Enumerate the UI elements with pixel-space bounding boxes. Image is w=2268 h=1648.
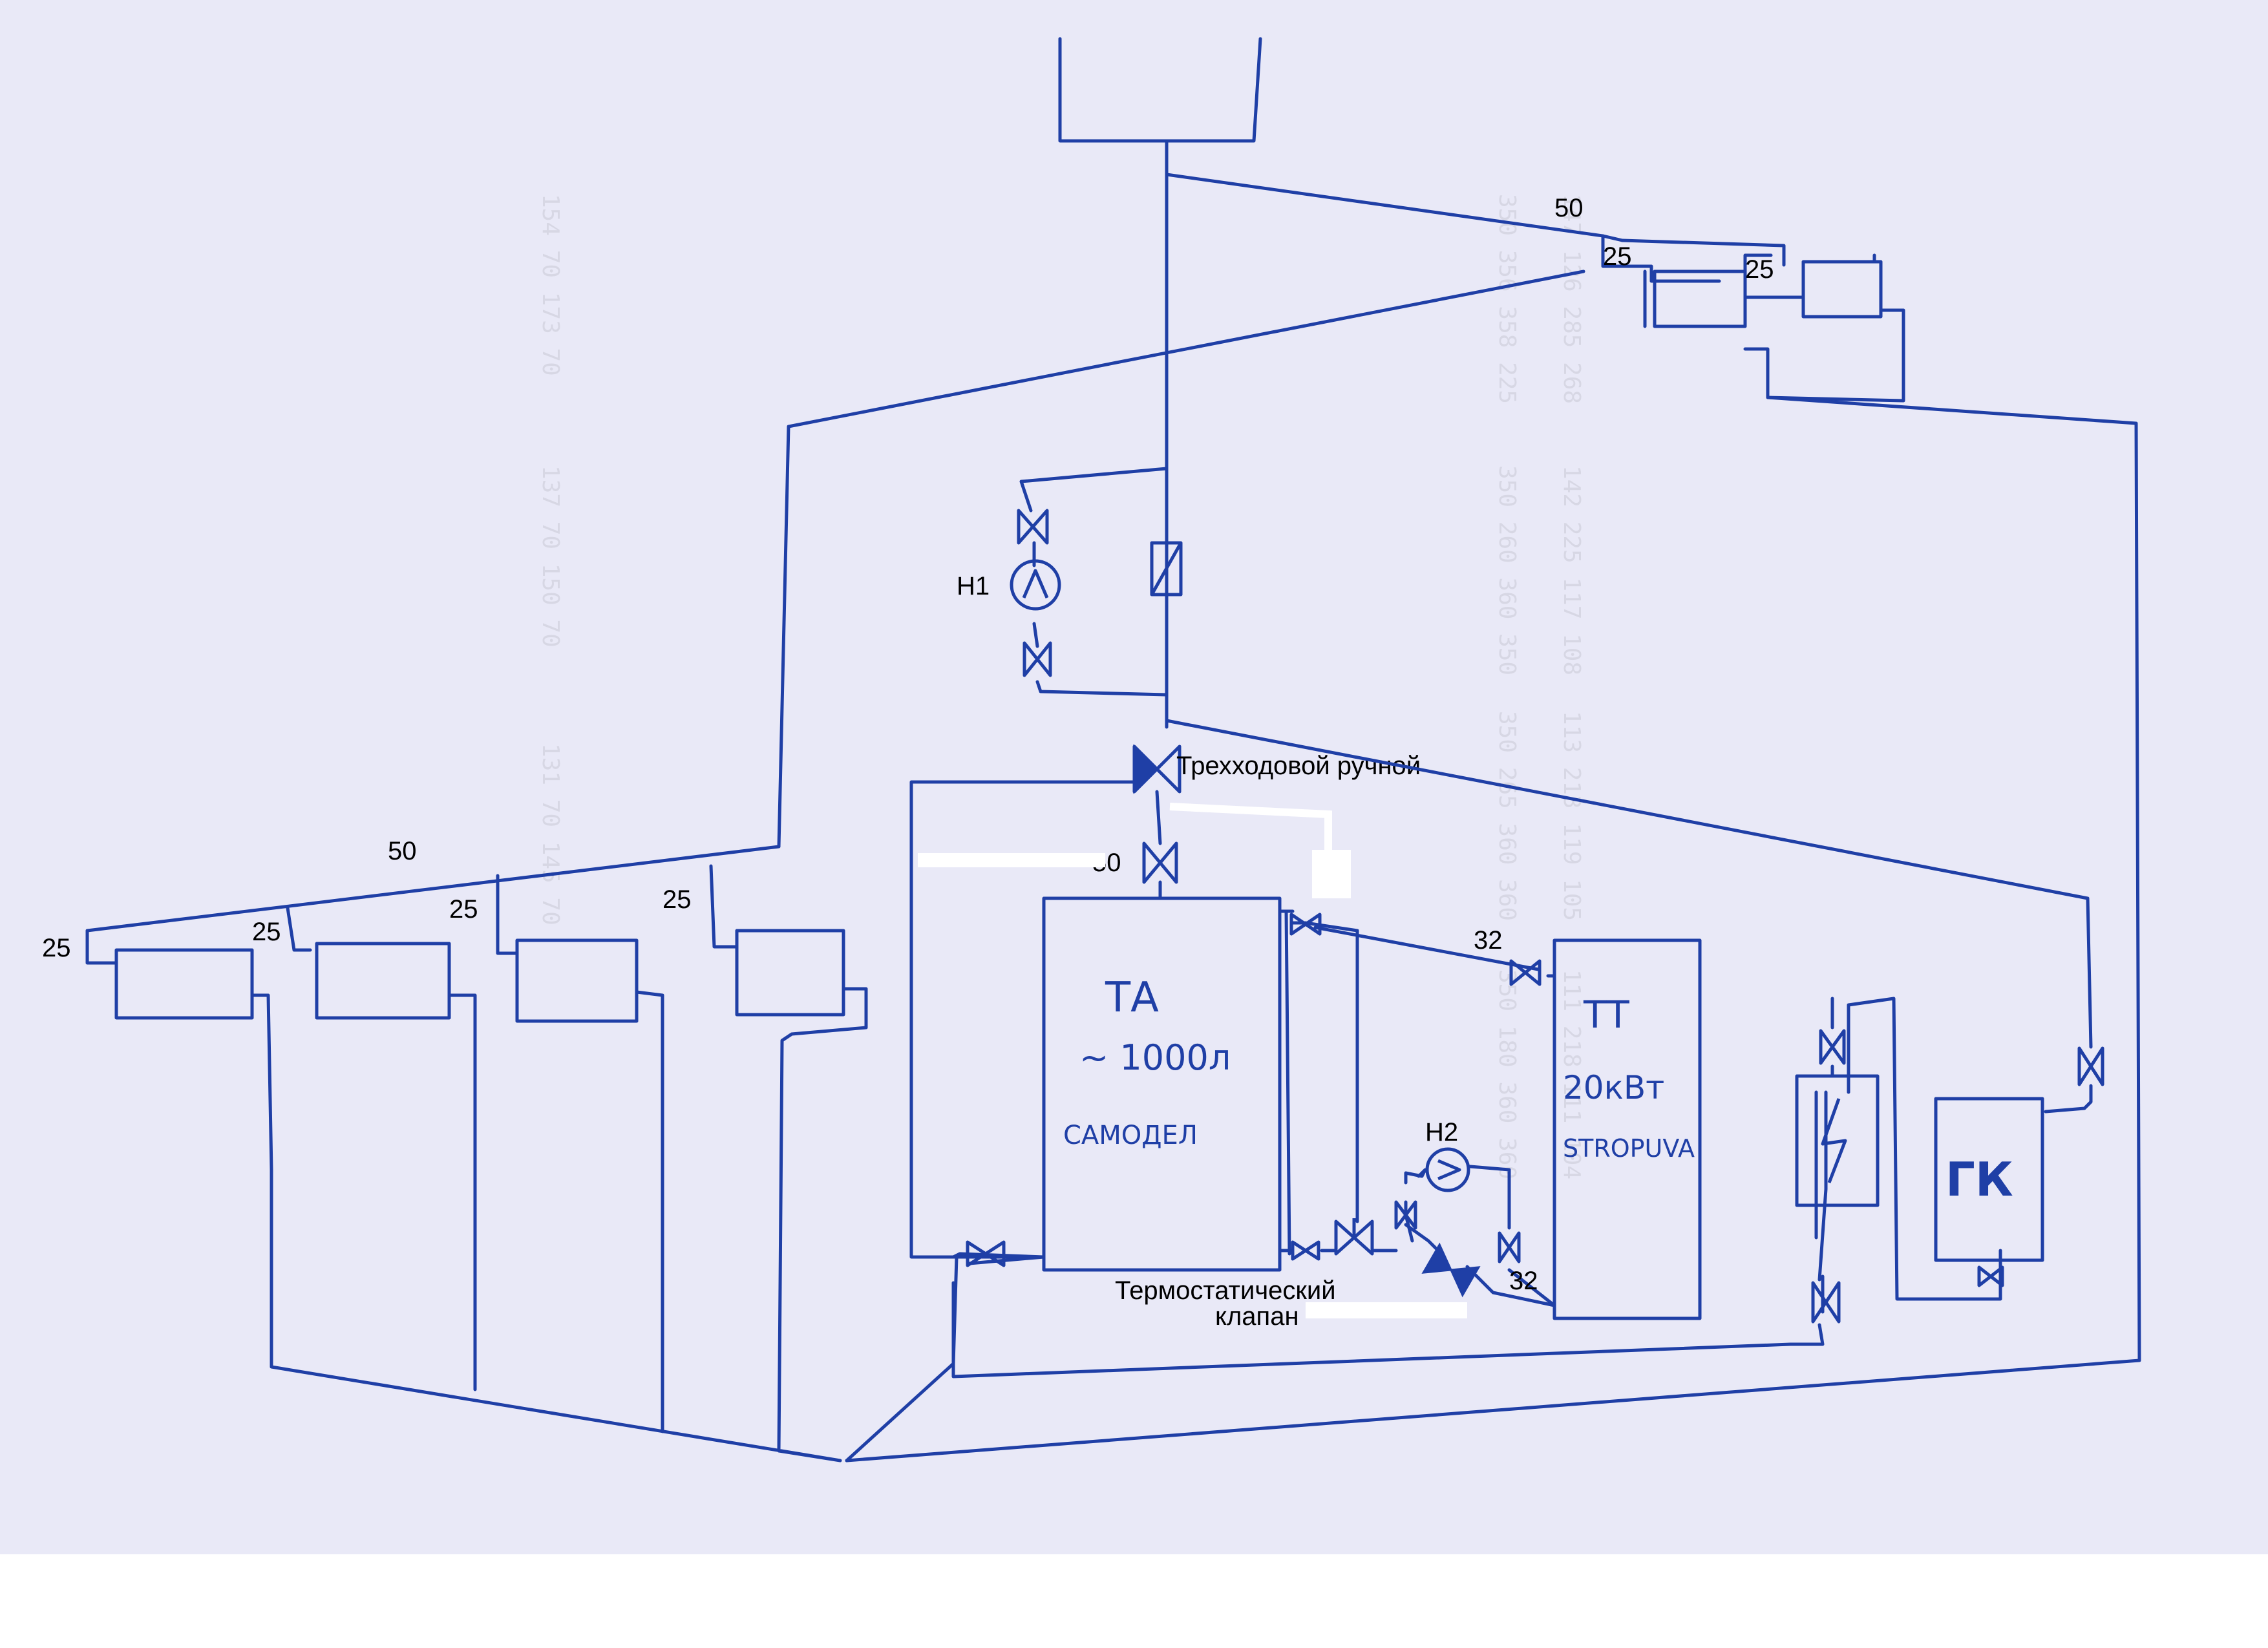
- svg-text:350 356 358 225: 350 356 358 225: [1494, 194, 1520, 404]
- valve-icon[interactable]: [1291, 1240, 1320, 1261]
- lower-riser-4: [709, 864, 739, 949]
- upper-return-line: [777, 269, 1585, 849]
- lower-riser-2: [286, 906, 312, 952]
- lower-riser-1-size: 25: [42, 934, 71, 962]
- lower-radiator-returns: [250, 987, 868, 1463]
- electric-heater-feed: [1818, 997, 1834, 1282]
- tank-to-boiler-supply: [1278, 909, 1556, 1256]
- pump-bypass-loop: [1019, 467, 1169, 697]
- pump-h2-label: H2: [1425, 1118, 1458, 1146]
- gas-boiler-label: ГК: [1945, 1152, 2013, 1207]
- valve-icon[interactable]: [2077, 1046, 2104, 1086]
- upper-riser-2-size: 25: [1745, 255, 1774, 284]
- lower-riser-3-size: 25: [449, 895, 478, 924]
- gas-boiler-gk: [1934, 1097, 2044, 1262]
- svg-text:350 260 360 350: 350 260 360 350: [1494, 465, 1520, 675]
- electric-heater-icon: [1821, 1098, 1847, 1183]
- lower-riser-4-size: 25: [662, 885, 692, 914]
- valve-icon[interactable]: [1509, 959, 1542, 986]
- svg-text:111 218 111 104: 111 218 111 104: [1558, 969, 1585, 1179]
- valve-icon[interactable]: [1142, 841, 1178, 884]
- svg-text:137 70 150 70: 137 70 150 70: [537, 465, 564, 648]
- tank-left-loop: [909, 780, 1162, 1259]
- valve-icon[interactable]: [1977, 1265, 2004, 1287]
- boiler-name: ТТ: [1583, 993, 1629, 1037]
- thermostatic-valve-label-2: клапан: [1215, 1302, 1299, 1331]
- svg-text:113 213 119 105: 113 213 119 105: [1558, 711, 1585, 921]
- top-vessel: [1058, 37, 1262, 143]
- valve-icon[interactable]: [1819, 1029, 1846, 1065]
- lower-supply-main: [85, 845, 781, 965]
- radiator-lower-1: [114, 948, 254, 1020]
- tank-volume: ~ 1000л: [1079, 1037, 1231, 1078]
- valve-icon[interactable]: [1023, 641, 1052, 677]
- boiler-brand: STROPUVA: [1563, 1134, 1695, 1163]
- valve-icon[interactable]: [966, 1240, 1006, 1267]
- radiator-upper-2: [1801, 260, 1883, 319]
- paper-show-through: 350 356 358 225 147 126 285 268 350 260 …: [537, 194, 1585, 1179]
- svg-text:154 70 173 70: 154 70 173 70: [537, 194, 564, 376]
- svg-text:142 225 117 108: 142 225 117 108: [1558, 465, 1585, 675]
- radiator-lower-4: [735, 929, 845, 1017]
- pump-icon[interactable]: [1425, 1147, 1470, 1192]
- filter-icon[interactable]: [1150, 541, 1183, 597]
- boiler-return-size: 32: [1509, 1267, 1538, 1295]
- pump-icon[interactable]: [1010, 559, 1061, 611]
- svg-text:131 70 145 70: 131 70 145 70: [537, 743, 564, 925]
- whiteout-mark: [1312, 850, 1351, 898]
- boiler-power: 20кВт: [1563, 1069, 1664, 1106]
- thermostatic-valve-icon[interactable]: [1421, 1242, 1481, 1298]
- valve-icon[interactable]: [1811, 1281, 1841, 1324]
- lower-riser-2-size: 25: [252, 918, 281, 946]
- pump-h1-label: H1: [957, 572, 990, 600]
- upper-main-size: 50: [1554, 194, 1584, 222]
- radiator-lower-2: [315, 942, 451, 1020]
- valve-icon[interactable]: [1498, 1231, 1521, 1263]
- svg-text:350 265 360 360: 350 265 360 360: [1494, 711, 1520, 921]
- tank-ta: [1042, 896, 1282, 1272]
- valve-icon[interactable]: [1017, 509, 1049, 545]
- valve-icon[interactable]: [1394, 1200, 1417, 1230]
- whiteout-mark: [918, 853, 1105, 867]
- upper-riser-1-size: 25: [1603, 242, 1632, 271]
- tank-name: ТА: [1105, 974, 1159, 1022]
- svg-text:147 126 285 268: 147 126 285 268: [1558, 194, 1585, 404]
- lower-riser-3: [496, 874, 519, 955]
- svg-text:350 180 360 360: 350 180 360 360: [1494, 969, 1520, 1179]
- upper-radiator-links: [1643, 253, 1905, 403]
- radiator-lower-3: [515, 938, 639, 1023]
- valve-icon[interactable]: [1289, 913, 1322, 936]
- electric-heater: [1795, 1074, 1880, 1207]
- boiler-supply-size: 32: [1474, 926, 1503, 955]
- solid-fuel-boiler-tt: [1553, 938, 1702, 1320]
- three-way-valve-label: Трехходовой ручной: [1176, 752, 1421, 780]
- tank-maker: САМОДЕЛ: [1063, 1121, 1198, 1150]
- common-return: [951, 997, 2002, 1379]
- thermostatic-valve-label-1: Термостатический: [1115, 1276, 1336, 1305]
- whiteout-mark: [1306, 1302, 1467, 1318]
- lower-main-size: 50: [388, 837, 417, 865]
- right-return-line: [845, 396, 2141, 1463]
- three-way-valve-icon[interactable]: [1132, 744, 1182, 794]
- three-way-valve-icon[interactable]: [1334, 1218, 1374, 1256]
- gas-boiler-feed: [1165, 719, 2093, 1114]
